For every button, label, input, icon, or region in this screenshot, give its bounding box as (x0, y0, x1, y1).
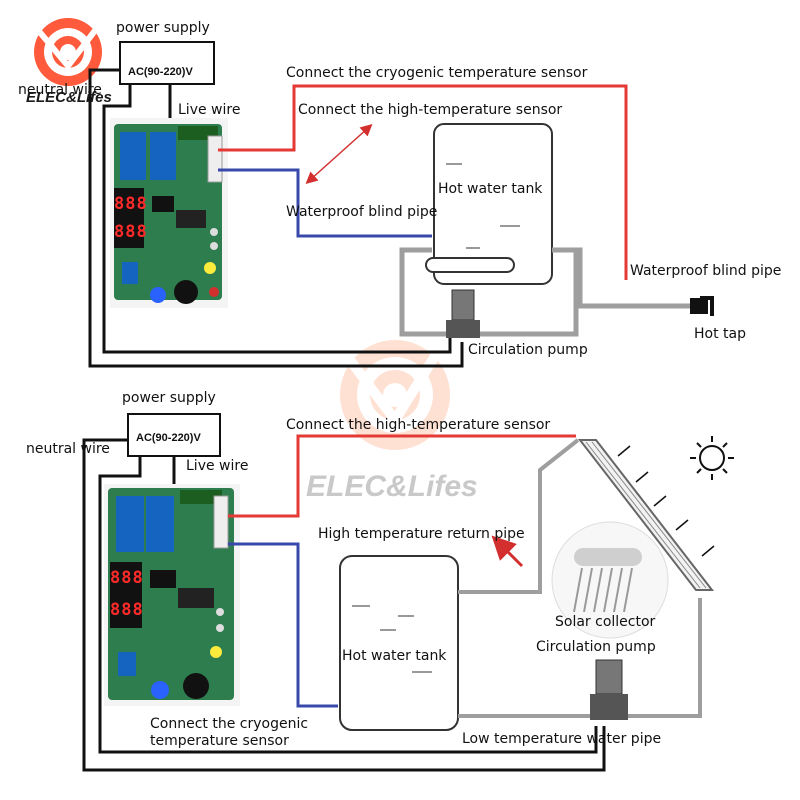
sun-icon (690, 436, 734, 480)
circulation-pump-label-2: Circulation pump (536, 639, 656, 655)
high-temp-sensor-wire-1 (218, 168, 432, 238)
watermark-logo (340, 337, 450, 450)
cryogenic-sensor-label-2a: Connect the cryogenic (150, 716, 309, 732)
display-bottom-1: 888 (114, 222, 148, 242)
cryogenic-sensor-label-2b: temperature sensor (150, 733, 289, 749)
sunlight-arrows-icon (617, 445, 715, 557)
ac-range-label-2: AC(90-220)V (136, 432, 201, 444)
heating-element-1 (425, 257, 515, 273)
circulation-pump-icon-1 (446, 289, 480, 338)
sensor-arrow-1 (305, 123, 373, 185)
neutral-wire-2 (82, 438, 606, 772)
brand-logo-text: ELEC&Lifes (26, 89, 112, 106)
power-supply-label-1: power supply (116, 20, 210, 36)
power-supply-box-2 (127, 413, 221, 457)
cryogenic-sensor-wire-2 (228, 542, 338, 708)
high-temp-sensor-label-2: Connect the high-temperature sensor (286, 417, 551, 433)
solar-collector-icon (551, 521, 669, 639)
high-temp-return-pipe (458, 438, 580, 594)
controller-board-1 (110, 118, 228, 308)
hot-tap-label: Hot tap (694, 326, 746, 342)
hot-water-tank-2 (339, 555, 459, 731)
hot-water-tank-1 (433, 123, 553, 285)
cryogenic-sensor-wire-1 (218, 84, 628, 280)
watermark-text: ELEC&Lifes (306, 470, 478, 503)
live-wire-label-2: Live wire (186, 458, 249, 474)
blind-pipe-label-left: Waterproof blind pipe (286, 204, 438, 220)
controller-board-2 (104, 484, 240, 706)
hot-outlet-pipe-1 (552, 247, 700, 309)
power-supply-box (119, 41, 215, 85)
hot-tap-icon (690, 296, 714, 316)
live-wire-label-1: Live wire (178, 102, 241, 118)
neutral-wire-label-2: neutral wire (26, 441, 110, 457)
circulation-pump-label-1: Circulation pump (468, 342, 588, 358)
neutral-wire-label-1: neutral wire (18, 82, 102, 98)
blind-pipe-label-right: Waterproof blind pipe (630, 263, 782, 279)
power-supply-label-2: power supply (122, 390, 216, 406)
solar-collector-panel (577, 439, 715, 591)
display-bottom-2: 888 (110, 600, 144, 620)
hot-water-tank-label-2: Hot water tank (342, 648, 447, 664)
circulation-pump-icon-2 (590, 659, 628, 720)
display-top-2: 888 (110, 568, 144, 588)
high-temp-sensor-wire-2 (228, 434, 576, 518)
cryogenic-sensor-label-1: Connect the cryogenic temperature sensor (286, 65, 588, 81)
brand-logo-icon (34, 18, 103, 86)
low-temp-water-pipe (458, 598, 702, 718)
neutral-wire-1 (88, 68, 464, 368)
display-top-1: 888 (114, 194, 148, 214)
ac-range-label-1: AC(90-220)V (128, 66, 193, 78)
low-temp-pipe-label: Low temperature water pipe (462, 731, 662, 747)
high-temp-sensor-label-1: Connect the high-temperature sensor (298, 102, 563, 118)
hot-water-tank-label-1: Hot water tank (438, 181, 543, 197)
return-pipe-label: High temperature return pipe (318, 526, 525, 542)
return-pipe-arrow (491, 535, 524, 568)
neutral-wire-1b (102, 84, 452, 354)
solar-collector-label: Solar collector (555, 614, 656, 630)
neutral-wire-2b (98, 456, 598, 754)
